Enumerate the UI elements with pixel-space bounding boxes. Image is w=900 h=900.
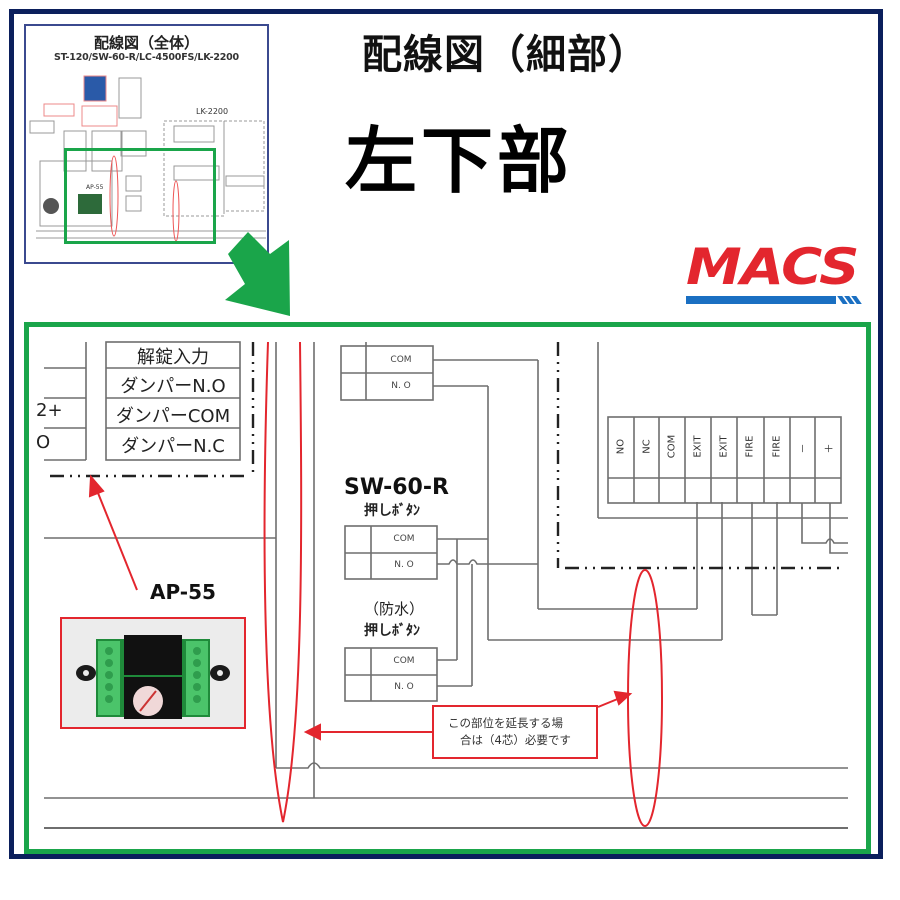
terminal-com: COM bbox=[666, 434, 678, 459]
top-terminal-no: N. O bbox=[391, 381, 411, 391]
terminal-plus: ＋ bbox=[824, 443, 836, 454]
terminal-fire-2: FIRE bbox=[771, 435, 783, 458]
logo-text: MACS bbox=[686, 238, 859, 296]
overview-title: 配線図（全体） bbox=[93, 34, 199, 52]
damper-com-label: ダンパーCOM bbox=[115, 406, 231, 427]
section-title: 左下部 bbox=[345, 119, 574, 203]
top-terminal-com: COM bbox=[390, 355, 412, 365]
unlock-input-label: 解錠入力 bbox=[137, 347, 209, 368]
ap55-photo bbox=[60, 617, 246, 729]
overview-models: ST-120/SW-60-R/LC-4500FS/LK-2200 bbox=[54, 52, 239, 63]
terminal-nc: NC bbox=[641, 439, 653, 454]
overview-lk-label: LK-2200 bbox=[196, 107, 228, 116]
waterproof-no: N. O bbox=[394, 682, 414, 692]
left-block-row-4: O bbox=[36, 432, 51, 453]
outer-frame bbox=[9, 9, 883, 859]
page-title: 配線図（細部） bbox=[362, 32, 649, 78]
damper-no-label: ダンパーN.O bbox=[120, 376, 226, 397]
ap55-label: AP-55 bbox=[150, 580, 216, 604]
overview-thumbnail: 配線図（全体） ST-120/SW-60-R/LC-4500FS/LK-2200 bbox=[24, 24, 269, 264]
logo-bar bbox=[686, 296, 836, 304]
sw60r-no: N. O bbox=[394, 560, 414, 570]
relay-module-icon bbox=[62, 619, 244, 727]
overview-diagram: LK-2200 AP-55 bbox=[29, 75, 266, 242]
overview-highlight-box bbox=[64, 148, 216, 244]
macs-logo: MACS bbox=[686, 238, 862, 308]
note-line-2: 合は（4芯）必要です bbox=[460, 733, 571, 747]
sw60r-title: SW-60-R bbox=[344, 475, 449, 500]
sw60r-subtitle: 押しﾎﾞﾀﾝ bbox=[364, 503, 420, 519]
waterproof-title: （防水） bbox=[364, 600, 425, 618]
waterproof-subtitle: 押しﾎﾞﾀﾝ bbox=[364, 623, 420, 639]
waterproof-com: COM bbox=[393, 656, 415, 666]
svg-text:AP-55: AP-55 bbox=[86, 184, 104, 191]
sw60r-com: COM bbox=[393, 534, 415, 544]
terminal-no: NO bbox=[615, 438, 627, 455]
terminal-exit-2: EXIT bbox=[718, 435, 730, 458]
extension-note: この部位を延長する場 合は（4芯）必要です bbox=[432, 705, 598, 759]
terminal-exit-1: EXIT bbox=[692, 435, 704, 458]
note-line-1: この部位を延長する場 bbox=[448, 716, 563, 730]
terminal-fire-1: FIRE bbox=[744, 435, 756, 458]
left-block-row-3: 2+ bbox=[36, 400, 63, 421]
damper-nc-label: ダンパーN.C bbox=[121, 436, 225, 457]
terminal-minus: － bbox=[798, 443, 810, 454]
